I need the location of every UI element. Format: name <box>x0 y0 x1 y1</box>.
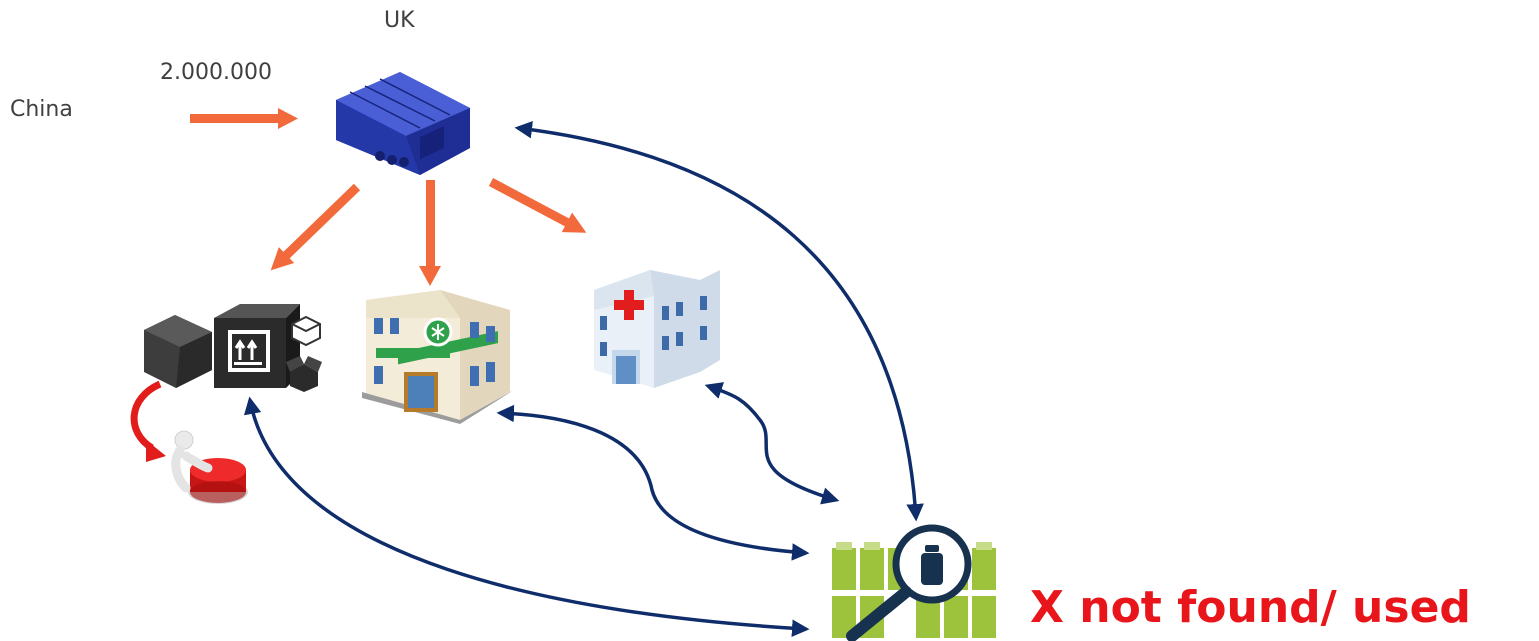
vial-scan-icon <box>832 524 996 641</box>
trace-arrow-distributor <box>244 396 810 637</box>
supply-arrow-uk-hospital <box>488 178 587 233</box>
warehouse-icon <box>336 72 470 175</box>
origin-label: China <box>10 97 73 122</box>
quantity-label: 2.000.000 <box>160 60 272 85</box>
destination-label: UK <box>384 8 415 33</box>
shipping-boxes-icon <box>144 304 322 392</box>
supply-arrow-china-uk <box>190 108 298 129</box>
trace-arrows <box>244 121 924 637</box>
supply-arrow-uk-distributor <box>270 183 361 271</box>
recall-button-icon <box>130 380 248 504</box>
supply-arrow-uk-pharmacy <box>419 180 441 286</box>
status-label: X not found/ used <box>1030 582 1471 633</box>
hospital-icon <box>594 270 720 388</box>
trace-arrow-warehouse <box>514 121 924 522</box>
trace-arrow-pharmacy <box>496 404 810 561</box>
pharmacy-icon <box>362 290 514 424</box>
trace-arrow-hospital <box>704 382 840 505</box>
